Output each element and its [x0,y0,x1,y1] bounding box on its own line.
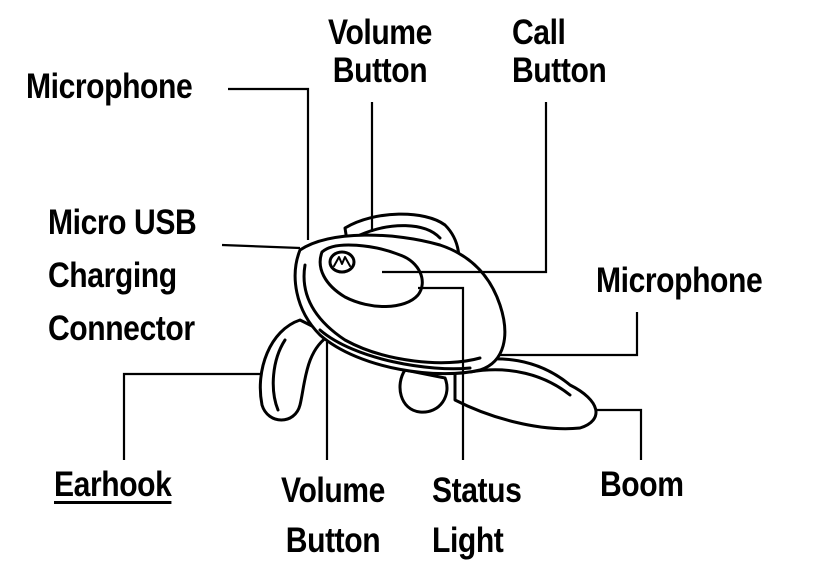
label-volume-button-top: Volume Button [324,14,436,90]
label-volume-button-bottom-line1: Volume [281,471,385,510]
label-volume-button-top-line2: Button [332,51,428,90]
label-boom: Boom [600,465,684,504]
label-status-light-line1: Status [432,471,522,510]
leader-boom [595,408,643,460]
leader-status-light [418,286,465,460]
boom-shape [453,357,598,431]
label-volume-button-bottom-line2: Button [285,521,381,560]
label-call-button-line2: Button [512,51,607,90]
earhook-shape [258,318,332,422]
leader-microphone-right [498,312,639,357]
label-status-light-line2: Light [432,521,504,560]
label-volume-button-top-line1: Volume [328,13,432,52]
label-micro-usb-line2: Charging [48,256,177,295]
label-earhook: Earhook [54,465,172,504]
label-status-light: Status Light [432,466,522,566]
label-micro-usb: Micro USB Charging Connector [48,196,197,355]
ear-tip-shape [398,368,449,414]
leader-micro-usb [221,243,301,250]
label-micro-usb-line3: Connector [48,309,195,348]
leader-earhook [122,372,262,460]
leader-microphone-left [228,87,310,240]
label-microphone-right: Microphone [596,261,763,300]
label-call-button-line1: Call [512,13,566,52]
label-call-button: Call Button [512,13,607,90]
label-microphone-left: Microphone [26,67,193,106]
leader-call-button [382,102,548,274]
label-volume-button-bottom: Volume Button [277,466,389,566]
label-micro-usb-line1: Micro USB [48,203,197,242]
